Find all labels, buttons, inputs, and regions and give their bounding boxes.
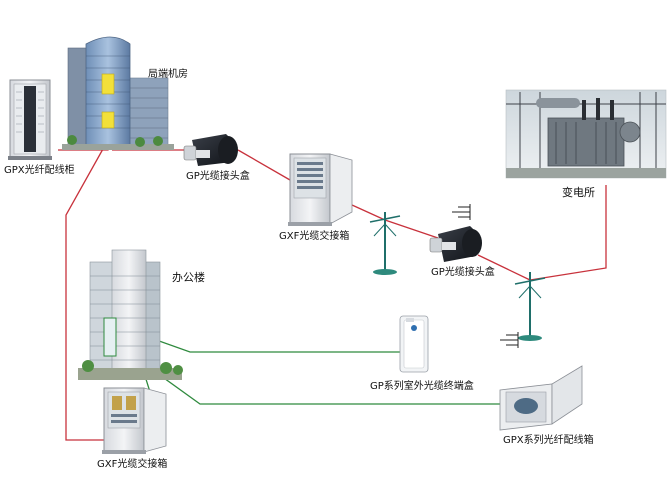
label-gp-terminal-box: GP系列室外光缆终端盒 (370, 381, 474, 392)
gp-terminal-box (399, 315, 429, 373)
gxf-cross-cabinet-2 (102, 387, 167, 454)
central-office-building (62, 36, 174, 150)
label-gp-joint-box-2: GP光缆接头盒 (431, 267, 495, 278)
gpx-fiber-cabinet (8, 79, 52, 160)
utility-pole-2 (514, 272, 546, 341)
gpx-distribution-box (499, 365, 583, 431)
gxf-cross-cabinet-1 (288, 153, 353, 226)
substation-photo (505, 89, 667, 179)
label-substation: 变电所 (562, 186, 595, 199)
signal-icon-1 (452, 204, 471, 220)
gp-joint-box-2 (429, 226, 482, 262)
fiber-joint-1-to-gxf-cabinet (237, 149, 291, 181)
label-gp-joint-box-1: GP光缆接头盒 (186, 171, 250, 182)
label-gxf-cross-box-2: GXF光缆交接箱 (97, 459, 168, 470)
signal-icon-2 (500, 332, 519, 348)
label-gpx-cabinet: GPX光纤配线柜 (4, 165, 75, 176)
fiber-lines (58, 117, 607, 441)
label-central-office: 局端机房 (148, 69, 188, 80)
fiber-joint-2-to-pole-2 (477, 254, 531, 281)
gp-joint-box-1 (183, 134, 238, 166)
fiber-substation-to-pole-2 (529, 185, 607, 281)
label-gxf-cross-box-1: GXF光缆交接箱 (279, 231, 350, 242)
label-office-building: 办公楼 (172, 271, 205, 284)
label-gpx-distribution-box: GPX系列光纤配线箱 (503, 435, 594, 446)
fiber-gxf-cabinet-to-pole-1 (351, 204, 439, 239)
utility-pole-1 (369, 212, 401, 275)
office-building (78, 249, 183, 380)
fiber-office-to-office-building (65, 139, 112, 441)
